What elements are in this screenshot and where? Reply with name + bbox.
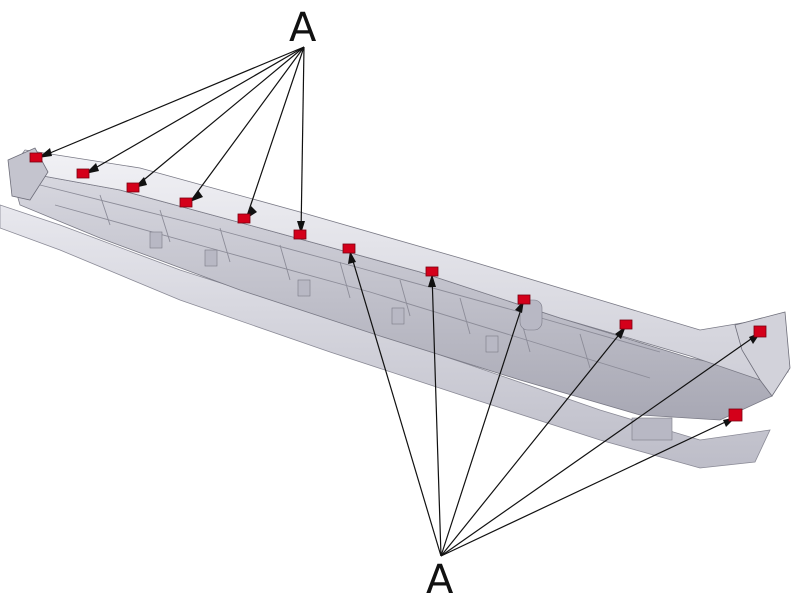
retaining-clip-icon bbox=[293, 229, 307, 240]
sill-body-top bbox=[9, 149, 789, 381]
retaining-clip-icon bbox=[425, 266, 439, 277]
retaining-clip-icon bbox=[29, 152, 43, 163]
clips bbox=[29, 152, 767, 422]
retaining-clip-icon bbox=[517, 294, 531, 305]
sill-end-cap bbox=[734, 311, 791, 397]
retaining-clip-icon bbox=[728, 408, 743, 422]
retaining-clip-icon bbox=[619, 319, 633, 330]
callout-label-bottom: A bbox=[426, 557, 454, 603]
retaining-clip-icon bbox=[179, 197, 193, 208]
leader-lines bbox=[37, 46, 762, 557]
callout-label-top: A bbox=[289, 5, 317, 51]
retaining-clip-icon bbox=[126, 182, 140, 193]
retaining-clip-icon bbox=[342, 243, 356, 254]
sill-body-side bbox=[9, 169, 773, 421]
underside-tabs bbox=[149, 231, 673, 441]
retaining-clip-icon bbox=[76, 168, 90, 179]
retaining-clip-icon bbox=[753, 325, 767, 338]
retaining-clip-icon bbox=[237, 213, 251, 224]
